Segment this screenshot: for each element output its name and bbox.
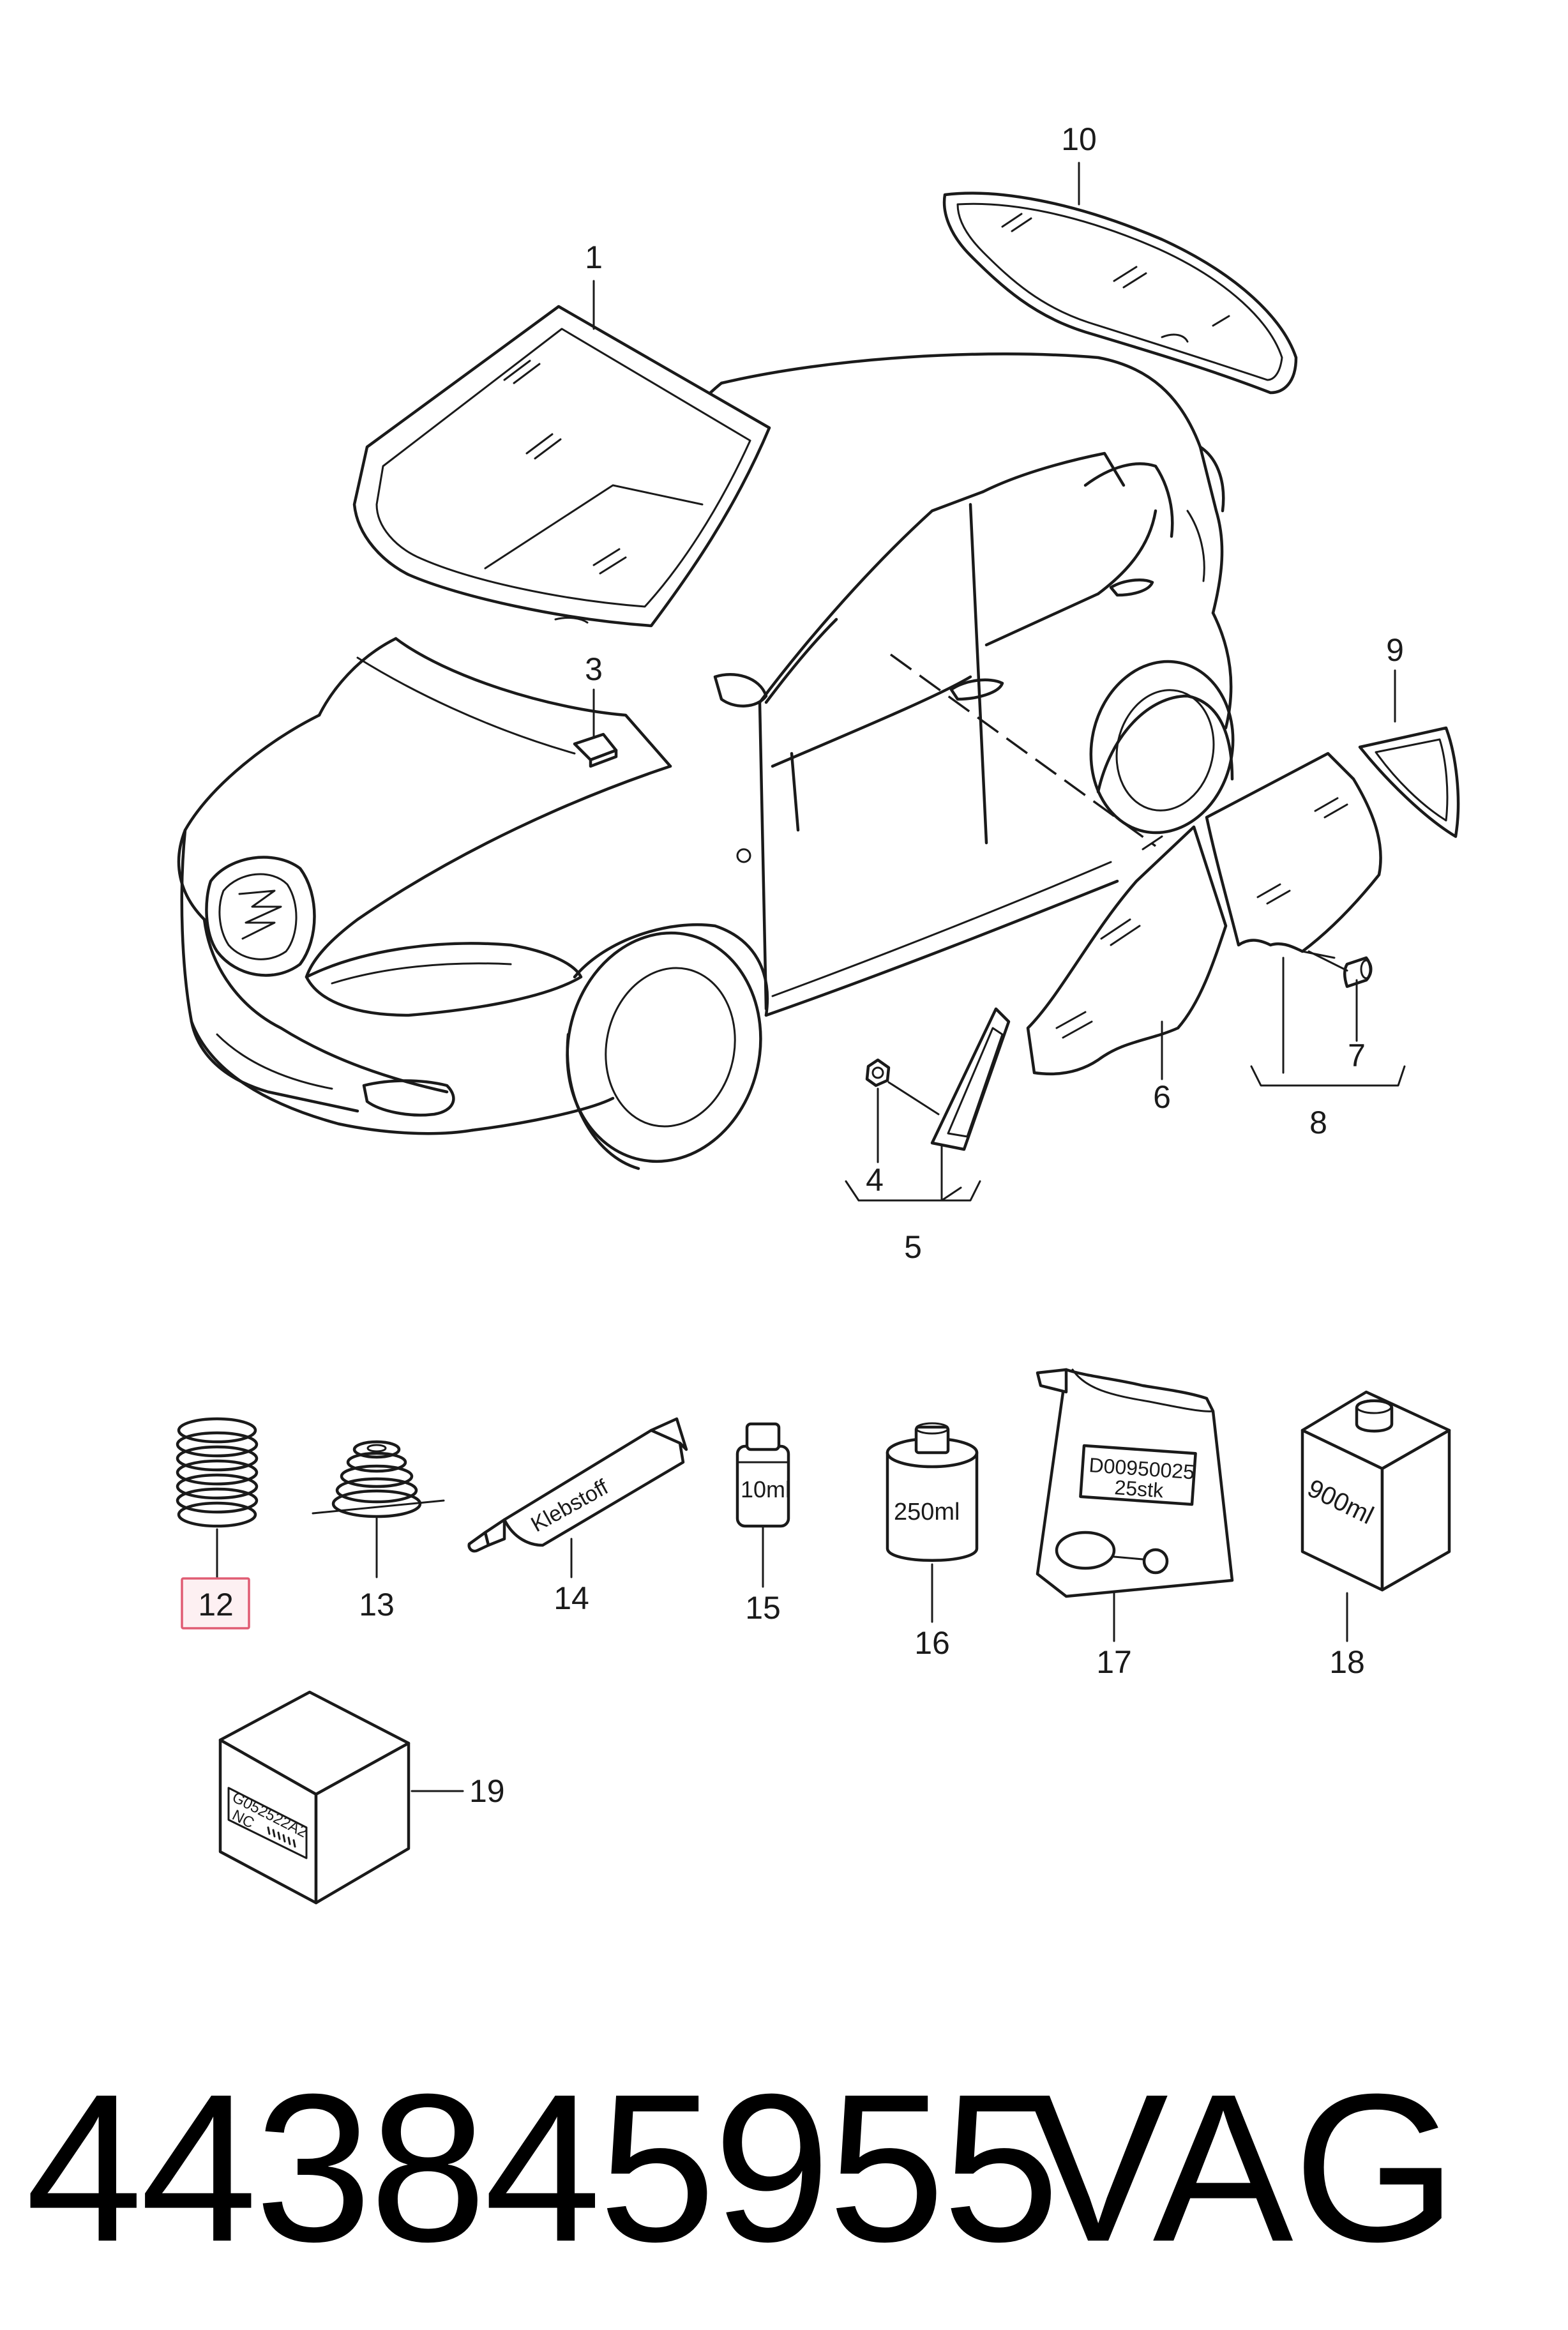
clip-4 — [865, 1058, 891, 1087]
callout-13: 13 — [359, 1587, 395, 1623]
callout-8: 8 — [1309, 1105, 1327, 1140]
coil-spacer — [176, 1417, 259, 1578]
clip-7 — [1343, 956, 1373, 988]
callout-6: 6 — [1153, 1079, 1171, 1115]
highlight-box-12 — [181, 1577, 250, 1630]
callout-3: 3 — [585, 651, 603, 687]
callout-12[interactable]: 12 — [198, 1587, 234, 1623]
can-label: 250ml — [894, 1499, 960, 1525]
car-body — [177, 352, 1235, 1170]
leader-lines — [592, 162, 1406, 1202]
callout-18: 18 — [1329, 1644, 1365, 1680]
adhesive-tube: Klebstoff — [467, 1417, 688, 1578]
bag-label-2: 25stk — [1114, 1476, 1165, 1502]
callout-1: 1 — [585, 239, 603, 275]
front-door-glass — [1026, 825, 1228, 1076]
callout-19: 19 — [469, 1773, 505, 1809]
brand-name: VAG — [1028, 2050, 1458, 2285]
bottle-label: 10ml — [741, 1476, 790, 1502]
rain-sensor — [573, 732, 618, 768]
callouts-bottom: 12 13 14 15 16 17 18 19 — [198, 1580, 1365, 1809]
callout-7: 7 — [1348, 1038, 1366, 1073]
callout-16: 16 — [914, 1625, 950, 1661]
cone-buffer — [312, 1440, 445, 1578]
callout-5: 5 — [904, 1229, 922, 1265]
callouts-top: 1 10 3 9 6 7 8 4 5 — [585, 121, 1404, 1265]
parts-box: G052522A2 NC — [218, 1690, 464, 1905]
parts-bag: D00950025 25stk — [1036, 1368, 1234, 1642]
windscreen — [352, 305, 771, 628]
quarter-glass — [1358, 726, 1460, 838]
callout-4: 4 — [866, 1162, 884, 1198]
triangle-glass — [930, 1007, 1011, 1151]
primer-can: 250ml — [886, 1422, 979, 1623]
rear-window — [942, 192, 1298, 395]
footer: 443845955 VAG — [26, 2034, 1558, 2302]
callout-14: 14 — [554, 1580, 589, 1616]
callout-15: 15 — [745, 1590, 781, 1626]
callout-17: 17 — [1096, 1644, 1132, 1680]
callout-10: 10 — [1061, 121, 1097, 157]
canister: 900ml — [1300, 1390, 1451, 1642]
small-bottle: 10ml — [735, 1422, 790, 1588]
part-number: 443845955 — [26, 2050, 1060, 2285]
rear-door-glass — [1205, 752, 1382, 959]
callout-9: 9 — [1386, 632, 1404, 668]
